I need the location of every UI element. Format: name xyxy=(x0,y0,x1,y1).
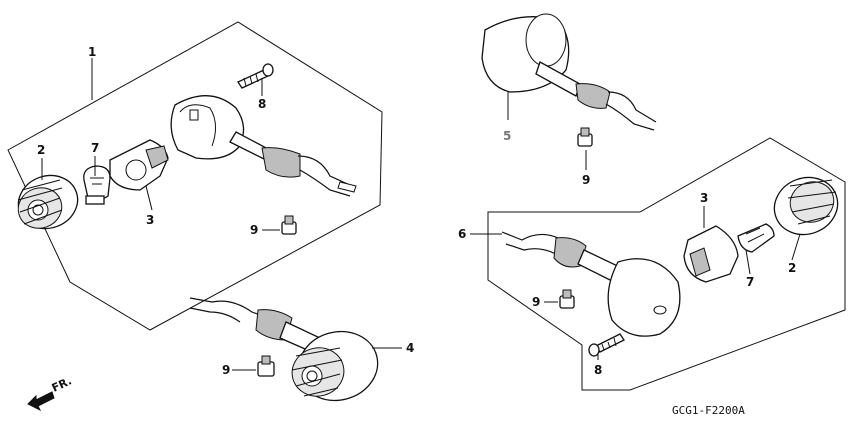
housing-right xyxy=(501,231,681,337)
socket-left xyxy=(109,139,169,191)
screw-9-right xyxy=(559,289,575,309)
front-turn-signal-5 xyxy=(481,13,657,131)
assembly-1-outline xyxy=(7,21,383,331)
callout-5: 5 xyxy=(503,129,511,143)
lens-right xyxy=(773,176,839,236)
callout-8-left: 8 xyxy=(258,97,266,111)
callout-9-mid: 9 xyxy=(250,223,258,237)
callout-7-right: 7 xyxy=(746,275,754,289)
callout-8-right: 8 xyxy=(594,363,602,377)
housing-left xyxy=(170,95,357,197)
bulb-right xyxy=(737,223,775,253)
front-direction-arrow: FR. xyxy=(27,374,74,412)
socket-right xyxy=(683,225,739,283)
callout-9-top-right: 9 xyxy=(582,173,590,187)
callout-9-bottom: 9 xyxy=(222,363,230,377)
leader-lines xyxy=(41,58,801,371)
screw-9-bottom xyxy=(257,355,275,377)
callout-1: 1 xyxy=(88,45,96,59)
callout-9-right: 9 xyxy=(532,295,540,309)
rear-turn-signal-4 xyxy=(189,297,379,402)
screw-8-right xyxy=(588,333,625,357)
callout-4: 4 xyxy=(406,341,414,355)
callout-3-right: 3 xyxy=(700,191,708,205)
bulb-left xyxy=(83,165,111,205)
callout-7-left: 7 xyxy=(91,141,99,155)
callout-6: 6 xyxy=(458,227,466,241)
screw-9-top-right xyxy=(577,127,593,147)
direction-label: FR. xyxy=(50,374,74,394)
diagram-code: GCG1-F2200A xyxy=(672,404,745,417)
callout-2-left: 2 xyxy=(37,143,45,157)
assembly-6-outline xyxy=(487,137,846,391)
screw-9-mid xyxy=(281,215,297,235)
screw-8-left xyxy=(237,63,274,89)
callout-2-right: 2 xyxy=(788,261,796,275)
callout-3-left: 3 xyxy=(146,213,154,227)
lens-left xyxy=(17,174,79,230)
